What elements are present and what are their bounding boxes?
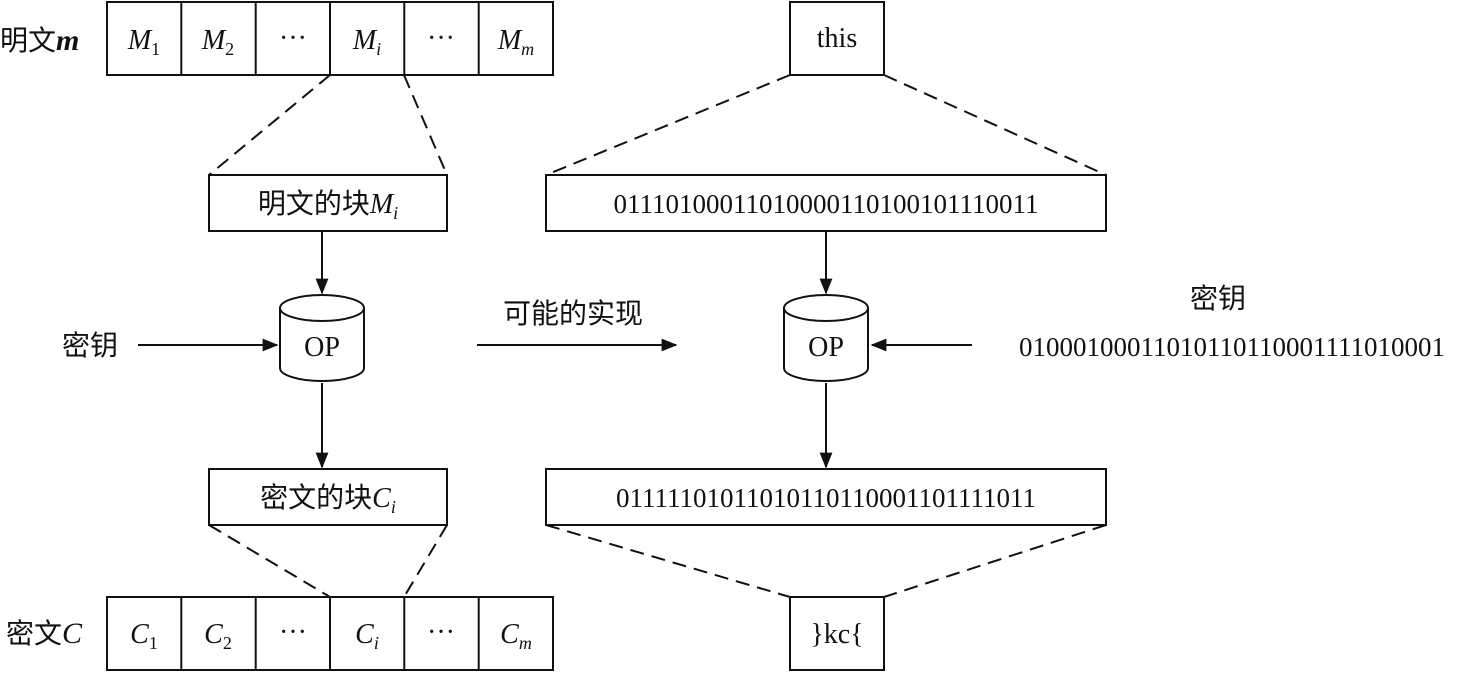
plaintext-cell: Mm — [497, 25, 534, 59]
plaintext-label: 明文m — [0, 24, 79, 57]
plaintext-cell: ··· — [427, 23, 455, 54]
ciphertext-expansion-lines — [208, 524, 448, 598]
ciphertext-cell: Cm — [500, 619, 532, 653]
key-bits: 01000100011010110110001111010001 — [1019, 332, 1445, 362]
ciphertext-cell: C1 — [130, 619, 158, 653]
ciphertext-block-label: 密文的块Ci — [260, 481, 396, 517]
output-bits-box — [545, 468, 1107, 526]
plaintext-cell: ··· — [279, 23, 307, 54]
plaintext-cell: M2 — [201, 25, 234, 59]
plaintext-cells — [106, 1, 554, 76]
op-cylinder-left — [279, 294, 365, 382]
input-text-box — [789, 1, 885, 76]
plaintext-block-label: 明文的块Mi — [258, 187, 398, 223]
input-bits: 01110100011010000110100101110011 — [614, 189, 1039, 219]
plaintext-block-box — [208, 174, 448, 232]
output-contraction-lines — [545, 524, 1107, 598]
op-label-right: OP — [808, 332, 844, 363]
possible-implementation-label: 可能的实现 — [503, 297, 643, 330]
key-label-right: 密钥 — [1190, 282, 1246, 315]
input-bits-box — [545, 174, 1107, 232]
output-text: }kc{ — [810, 619, 863, 650]
ciphertext-cell: ··· — [427, 617, 455, 648]
output-text-box — [789, 596, 885, 671]
output-bits: 01111101011010110110001101111011 — [616, 483, 1036, 513]
ciphertext-cell: Ci — [355, 619, 379, 653]
ciphertext-cell: C2 — [204, 619, 232, 653]
op-cylinder-right — [783, 294, 869, 382]
key-label-left: 密钥 — [62, 329, 118, 362]
input-expansion-lines — [545, 74, 1107, 176]
plaintext-cell: Mi — [352, 25, 381, 59]
ciphertext-cell: ··· — [279, 617, 307, 648]
plaintext-expansion-lines — [208, 74, 448, 176]
ciphertext-cells — [106, 596, 554, 671]
op-label-left: OP — [304, 332, 340, 363]
plaintext-cell: M1 — [127, 25, 160, 59]
input-text: this — [817, 23, 857, 54]
ciphertext-label: 密文C — [6, 617, 83, 650]
ciphertext-block-box — [208, 468, 448, 526]
